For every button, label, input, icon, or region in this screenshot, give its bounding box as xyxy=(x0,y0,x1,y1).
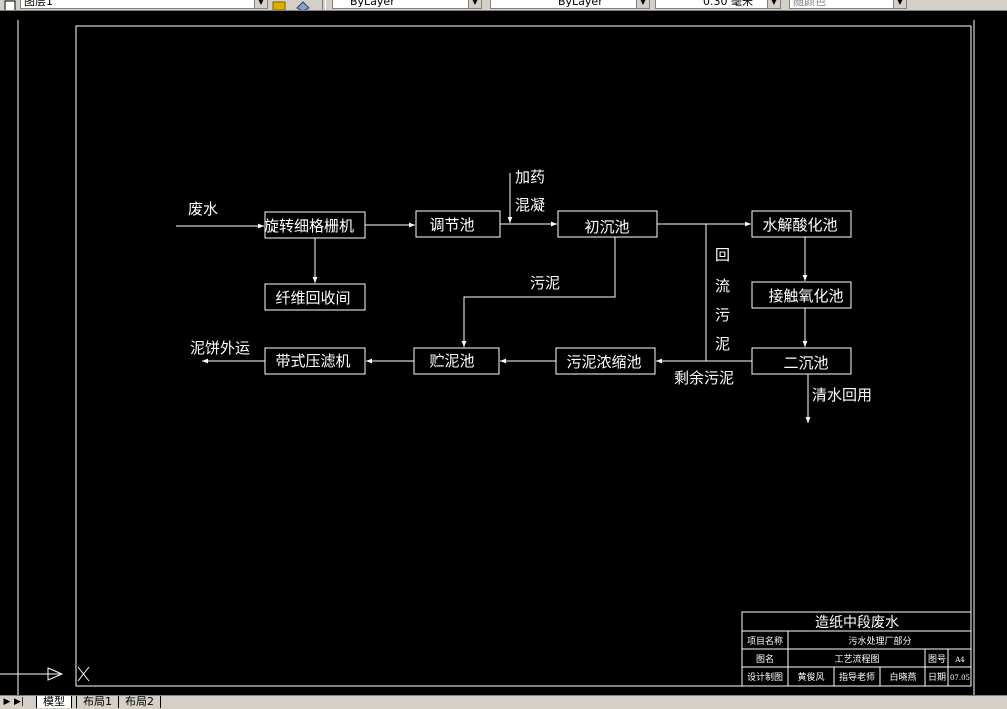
layer-previous-icon[interactable] xyxy=(296,0,310,10)
sludge-label: 污泥 xyxy=(530,274,560,292)
dosing-label-1: 加药 xyxy=(515,168,545,186)
make-layer-current-icon[interactable] xyxy=(272,0,286,10)
box-contact[interactable] xyxy=(751,281,852,309)
chevron-down-icon: ▼ xyxy=(893,0,906,8)
title-block-title: 造纸中段废水 xyxy=(815,615,899,631)
input-label: 废水 xyxy=(188,200,218,218)
date-value: 07.05 xyxy=(950,674,970,682)
toolbar-separator xyxy=(322,0,326,10)
cake-out-label: 泥饼外运 xyxy=(190,339,250,357)
drawing-canvas[interactable]: 废水 旋转细格栅机 纤维回收间 调节池 初沉池 水解酸化池 接触氧化池 二沉池 … xyxy=(0,11,1007,695)
linetype-control-value: ByLayer xyxy=(558,0,603,8)
color-control-value: ByLayer xyxy=(350,0,395,8)
return-label-4: 泥 xyxy=(715,335,730,353)
advisor-label: 指导老师 xyxy=(839,671,875,683)
tab-last-icon[interactable]: ▶| xyxy=(14,697,24,707)
project-value: 污水处理厂部分 xyxy=(848,635,911,647)
drawing-number-value: A4 xyxy=(954,656,965,664)
box-hydrolysis[interactable] xyxy=(751,210,852,238)
chevron-down-icon: ▼ xyxy=(636,0,649,8)
box-thickener-label: 污泥浓缩池 xyxy=(566,353,641,371)
drawing-name-label: 图名 xyxy=(756,653,774,665)
box-primary-label: 初沉池 xyxy=(584,218,629,236)
chevron-down-icon: ▼ xyxy=(767,0,780,8)
box-storage-label: 贮泥池 xyxy=(429,352,474,370)
advisor-value: 白晓燕 xyxy=(889,671,916,683)
lineweight-control-value: 0.30 毫米 xyxy=(703,0,753,8)
tab-layout1[interactable]: 布局1 xyxy=(76,696,119,708)
title-block xyxy=(741,611,972,687)
box-screen-label: 旋转细格栅机 xyxy=(264,217,354,235)
box-secondary-label: 二沉池 xyxy=(783,354,828,372)
layer-dropdown-value: 图层1 xyxy=(24,0,53,8)
layout-tab-bar: ▶ ▶| 模型 布局1 布局2 xyxy=(0,695,1007,709)
excess-sludge-label: 剩余污泥 xyxy=(674,369,734,387)
box-fiber[interactable] xyxy=(264,283,366,311)
chevron-down-icon: ▼ xyxy=(254,0,267,8)
tab-layout2[interactable]: 布局2 xyxy=(118,696,161,708)
color-control-dropdown[interactable]: ByLayer ▼ xyxy=(332,0,482,9)
tab-model[interactable]: 模型 xyxy=(36,696,72,708)
ucs-icon xyxy=(0,666,90,682)
primary-sludge-arrow xyxy=(461,237,616,347)
layer-state-icon[interactable] xyxy=(4,0,16,10)
lineweight-control-dropdown[interactable]: 0.30 毫米 ▼ xyxy=(655,0,781,9)
plotstyle-control-value: 随颜色 xyxy=(793,0,826,8)
box-contact-label: 接触氧化池 xyxy=(768,287,843,305)
properties-toolbar: 图层1 ▼ ByLayer ▼ ByLayer ▼ 0.30 毫米 ▼ 随颜色 … xyxy=(0,0,1007,11)
plotstyle-control-dropdown[interactable]: 随颜色 ▼ xyxy=(789,0,907,9)
dosing-label-2: 混凝 xyxy=(515,196,545,214)
clean-water-label: 清水回用 xyxy=(812,386,872,404)
designer-value: 黄俊风 xyxy=(797,671,824,683)
linetype-control-dropdown[interactable]: ByLayer ▼ xyxy=(490,0,650,9)
return-label-2: 流 xyxy=(715,277,730,295)
drawing-svg: 废水 旋转细格栅机 纤维回收间 调节池 初沉池 水解酸化池 接触氧化池 二沉池 … xyxy=(0,20,975,695)
box-filterpress-label: 带式压滤机 xyxy=(275,352,350,370)
chevron-down-icon: ▼ xyxy=(468,0,481,8)
box-fiber-label: 纤维回收间 xyxy=(275,289,350,307)
layer-dropdown[interactable]: 图层1 ▼ xyxy=(20,0,268,9)
project-label: 项目名称 xyxy=(747,635,783,647)
date-label: 日期 xyxy=(928,672,946,683)
return-label-3: 污 xyxy=(715,306,730,324)
drawing-frame xyxy=(75,25,972,687)
tab-first-icon[interactable]: ▶ xyxy=(3,697,11,707)
drawing-number-label: 图号 xyxy=(928,654,946,665)
designer-label: 设计制图 xyxy=(747,671,783,683)
drawing-name-value: 工艺流程图 xyxy=(834,653,879,665)
box-hydrolysis-label: 水解酸化池 xyxy=(762,216,837,234)
box-adjust-label: 调节池 xyxy=(429,216,474,234)
return-label-1: 回 xyxy=(715,246,730,264)
